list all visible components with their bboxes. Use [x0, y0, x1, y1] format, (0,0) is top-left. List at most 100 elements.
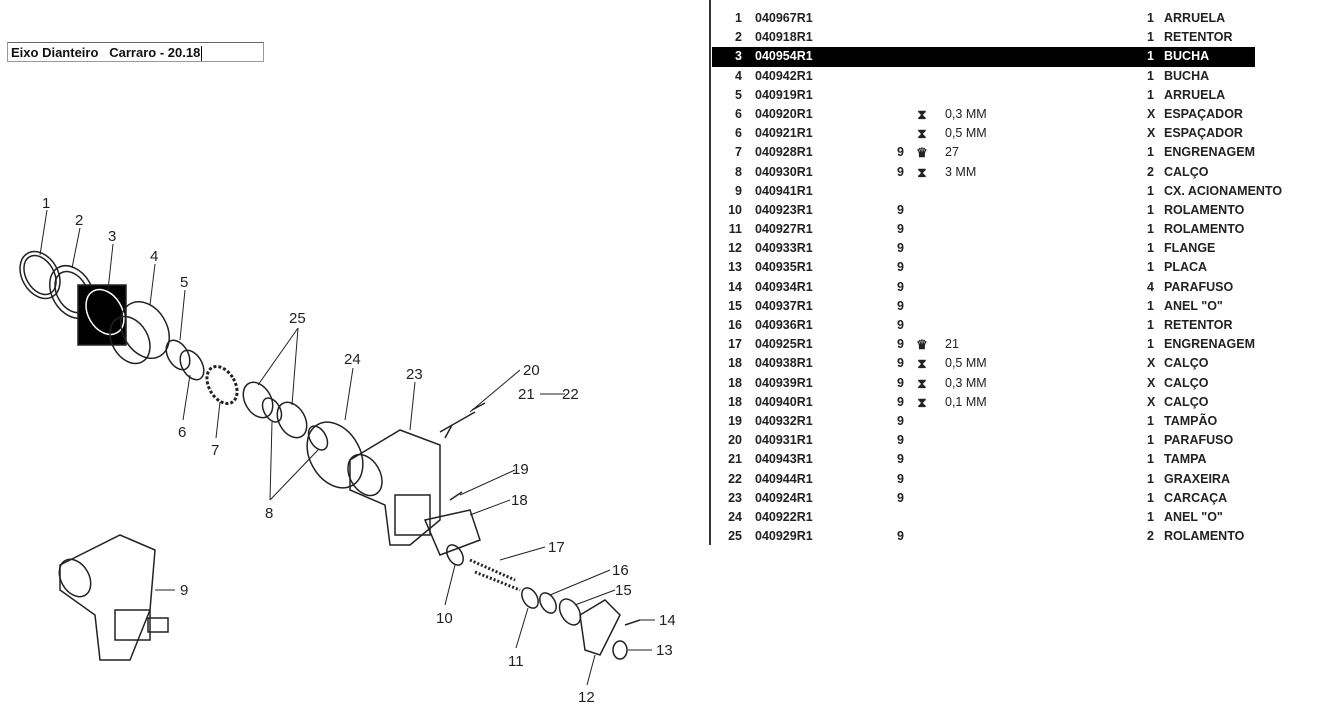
callout-1: 1 — [42, 195, 50, 212]
callout-7: 7 — [211, 442, 219, 459]
specification: 21 — [945, 337, 959, 352]
description: CALÇO — [1164, 375, 1209, 390]
callout-14: 14 — [659, 612, 676, 629]
quantity: 4 — [1147, 279, 1154, 294]
quantity: 1 — [1147, 49, 1154, 64]
item-number: 22 — [728, 471, 742, 486]
quantity: 1 — [1147, 145, 1154, 160]
gear-icon: ♛ — [916, 337, 928, 353]
specification: 0,3 MM — [945, 375, 987, 390]
part-number: 040919R1 — [755, 87, 813, 102]
part-13-plate — [612, 640, 628, 660]
shim-icon: ⧗ — [917, 394, 927, 410]
callout-10: 10 — [436, 610, 453, 627]
description: CARCAÇA — [1164, 490, 1228, 505]
reference: 9 — [897, 260, 904, 275]
part-10-bearing — [446, 544, 464, 566]
panel-divider — [709, 0, 711, 545]
item-number: 13 — [728, 260, 742, 275]
part-number: 040939R1 — [755, 375, 813, 390]
reference: 9 — [897, 145, 904, 160]
reference: 9 — [897, 413, 904, 428]
description: ROLAMENTO — [1164, 202, 1245, 217]
quantity: 1 — [1147, 183, 1154, 198]
callout-8: 8 — [265, 505, 273, 522]
item-number: 3 — [735, 49, 742, 64]
shim-icon: ⧗ — [917, 375, 927, 391]
description: PARAFUSO — [1164, 279, 1234, 294]
part-17-gear-shaft — [469, 558, 521, 592]
callout-4: 4 — [150, 248, 158, 265]
quantity: X — [1147, 356, 1156, 371]
callout-labels: 1 2 3 4 5 6 7 8 9 10 11 12 13 14 15 16 1… — [42, 195, 676, 706]
callout-19: 19 — [512, 461, 529, 478]
description: ENGRENAGEM — [1164, 145, 1255, 160]
description: PARAFUSO — [1164, 433, 1234, 448]
part-15-oring — [558, 598, 582, 626]
description: ARRUELA — [1164, 11, 1226, 25]
item-number: 21 — [728, 452, 742, 467]
shim-icon: ⧗ — [917, 356, 927, 372]
description: ROLAMENTO — [1164, 222, 1245, 237]
description: CALÇO — [1164, 394, 1209, 409]
part-number: 040929R1 — [755, 529, 813, 544]
quantity: 1 — [1147, 202, 1154, 217]
quantity: 1 — [1147, 452, 1154, 467]
quantity: 1 — [1147, 471, 1154, 486]
part-number: 040938R1 — [755, 356, 813, 371]
description: ROLAMENTO — [1164, 529, 1245, 544]
part-9-housing-assembly — [58, 534, 169, 661]
item-number: 17 — [728, 337, 742, 352]
callout-25: 25 — [289, 310, 306, 327]
quantity: 2 — [1147, 164, 1154, 179]
quantity: 1 — [1147, 11, 1154, 25]
assembly-title-field[interactable]: Eixo Dianteiro Carraro - 20.18 — [7, 42, 264, 62]
reference: 9 — [897, 490, 904, 505]
reference: 9 — [897, 356, 904, 371]
reference: 9 — [897, 279, 904, 294]
description: ENGRENAGEM — [1164, 337, 1255, 352]
item-number: 2 — [735, 30, 742, 45]
callout-13: 13 — [656, 642, 673, 659]
quantity: X — [1147, 375, 1156, 390]
part-number: 040927R1 — [755, 222, 813, 237]
description: BUCHA — [1164, 68, 1210, 83]
part-number: 040942R1 — [755, 68, 813, 83]
item-number: 14 — [728, 279, 742, 294]
part-number: 040967R1 — [755, 11, 813, 25]
callout-12: 12 — [578, 689, 595, 706]
item-number: 24 — [728, 509, 742, 524]
quantity: 1 — [1147, 298, 1154, 313]
part-number: 040936R1 — [755, 318, 813, 332]
quantity: 2 — [1147, 529, 1154, 544]
